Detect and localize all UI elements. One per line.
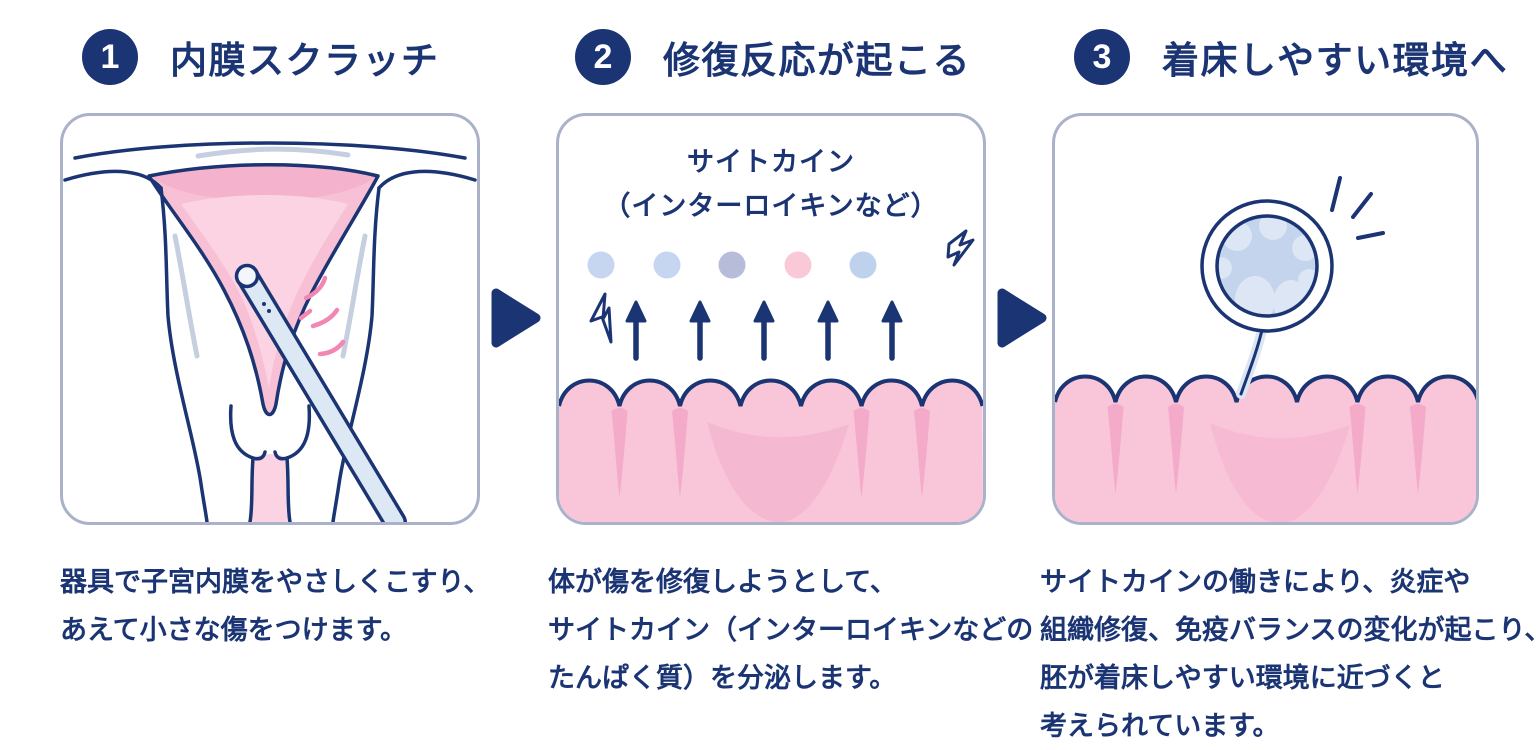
up-arrow-icon bbox=[689, 300, 711, 361]
caption-line: 胚が着床しやすい環境に近づくと bbox=[1040, 663, 1445, 693]
cytokine-label-line: サイトカイン bbox=[687, 147, 855, 177]
uterus-illustration bbox=[63, 141, 477, 522]
next-arrow-icon bbox=[997, 288, 1047, 348]
up-arrow-icon bbox=[625, 300, 647, 361]
scratch-marks-icon bbox=[298, 275, 346, 357]
step-1-number-badge: 1 bbox=[82, 29, 138, 85]
step-3-illustration-panel bbox=[1052, 113, 1479, 525]
step-3-number-badge: 3 bbox=[1074, 29, 1130, 85]
step-3-caption: サイトカインの働きにより、炎症や 組織修復、免疫バランスの変化が起こり、 胚が着… bbox=[1040, 558, 1536, 750]
step-2-number-badge: 2 bbox=[575, 29, 631, 85]
cytokine-dot bbox=[653, 251, 681, 279]
wall-highlight-lines bbox=[172, 146, 368, 359]
tissue-fold-center bbox=[707, 422, 849, 522]
caption-line: 考えられています。 bbox=[1040, 711, 1280, 741]
cytokine-dot bbox=[849, 251, 877, 279]
caption-line: たんぱく質）を分泌します。 bbox=[548, 663, 897, 693]
tissue-fold-center bbox=[1210, 423, 1350, 522]
tissue-surface-line bbox=[1055, 374, 1476, 403]
step-1-caption: 器具で子宮内膜をやさしくこすり、 あえて小さな傷をつけます。 bbox=[60, 558, 491, 654]
tissue-folds bbox=[1107, 404, 1426, 494]
cytokine-label: サイトカイン （インターロイキンなど） bbox=[559, 140, 983, 228]
up-arrow-icon bbox=[881, 300, 903, 361]
cytokine-release-illustration bbox=[559, 229, 983, 522]
up-arrow-icon bbox=[753, 300, 775, 361]
caption-line: あえて小さな傷をつけます。 bbox=[60, 615, 407, 645]
step-2-illustration-panel: サイトカイン （インターロイキンなど） bbox=[556, 113, 986, 525]
implantation-illustration bbox=[1055, 176, 1476, 522]
step-1-title: 内膜スクラッチ bbox=[170, 40, 440, 81]
next-arrow-icon bbox=[491, 288, 541, 348]
step-1-section: 1 内膜スクラッチ bbox=[60, 28, 491, 654]
up-arrow-icon bbox=[817, 300, 839, 361]
uterus-outline bbox=[63, 141, 477, 522]
step-1-header: 1 内膜スクラッチ bbox=[60, 28, 480, 86]
step-3-section: 3 着床しやすい環境へ bbox=[1040, 28, 1536, 750]
step-1-illustration-panel bbox=[60, 113, 480, 525]
catheter-icon bbox=[234, 263, 407, 522]
lightning-bolt-icon bbox=[589, 292, 613, 344]
step-3-header: 3 着床しやすい環境へ bbox=[1052, 28, 1507, 86]
step-2-section: 2 修復反応が起こる bbox=[548, 28, 1033, 702]
step-2-title: 修復反応が起こる bbox=[663, 40, 971, 81]
caption-line: サイトカイン（インターロイキンなどの bbox=[548, 615, 1034, 645]
endometrium-tissue bbox=[559, 378, 983, 522]
tissue-folds bbox=[611, 408, 930, 498]
step-3-title: 着床しやすい環境へ bbox=[1162, 40, 1509, 81]
step-2-caption: 体が傷を修復しようとして、 サイトカイン（インターロイキンなどの たんぱく質）を… bbox=[548, 558, 1034, 702]
caption-line: 体が傷を修復しようとして、 bbox=[548, 567, 897, 597]
cytokine-dot bbox=[587, 251, 615, 279]
blastocyst-icon bbox=[1200, 199, 1334, 333]
cytokine-dot bbox=[784, 251, 812, 279]
caption-line: 組織修復、免疫バランスの変化が起こり、 bbox=[1040, 615, 1536, 645]
endometrium-tissue bbox=[1055, 374, 1476, 522]
tissue-surface-line bbox=[559, 378, 983, 407]
sparkle-icon bbox=[1330, 176, 1385, 240]
lightning-bolt-icon bbox=[946, 229, 975, 267]
step-2-header: 2 修復反応が起こる bbox=[556, 28, 986, 86]
embryo-stalk bbox=[1236, 321, 1268, 399]
cervical-canal bbox=[250, 454, 290, 522]
cytokine-dots bbox=[587, 251, 877, 279]
caption-line: サイトカインの働きにより、炎症や bbox=[1040, 567, 1471, 597]
up-arrow-icons bbox=[625, 300, 903, 361]
cytokine-label-line: （インターロイキンなど） bbox=[603, 191, 939, 221]
cytokine-dot bbox=[718, 251, 746, 279]
caption-line: 器具で子宮内膜をやさしくこすり、 bbox=[60, 567, 491, 597]
